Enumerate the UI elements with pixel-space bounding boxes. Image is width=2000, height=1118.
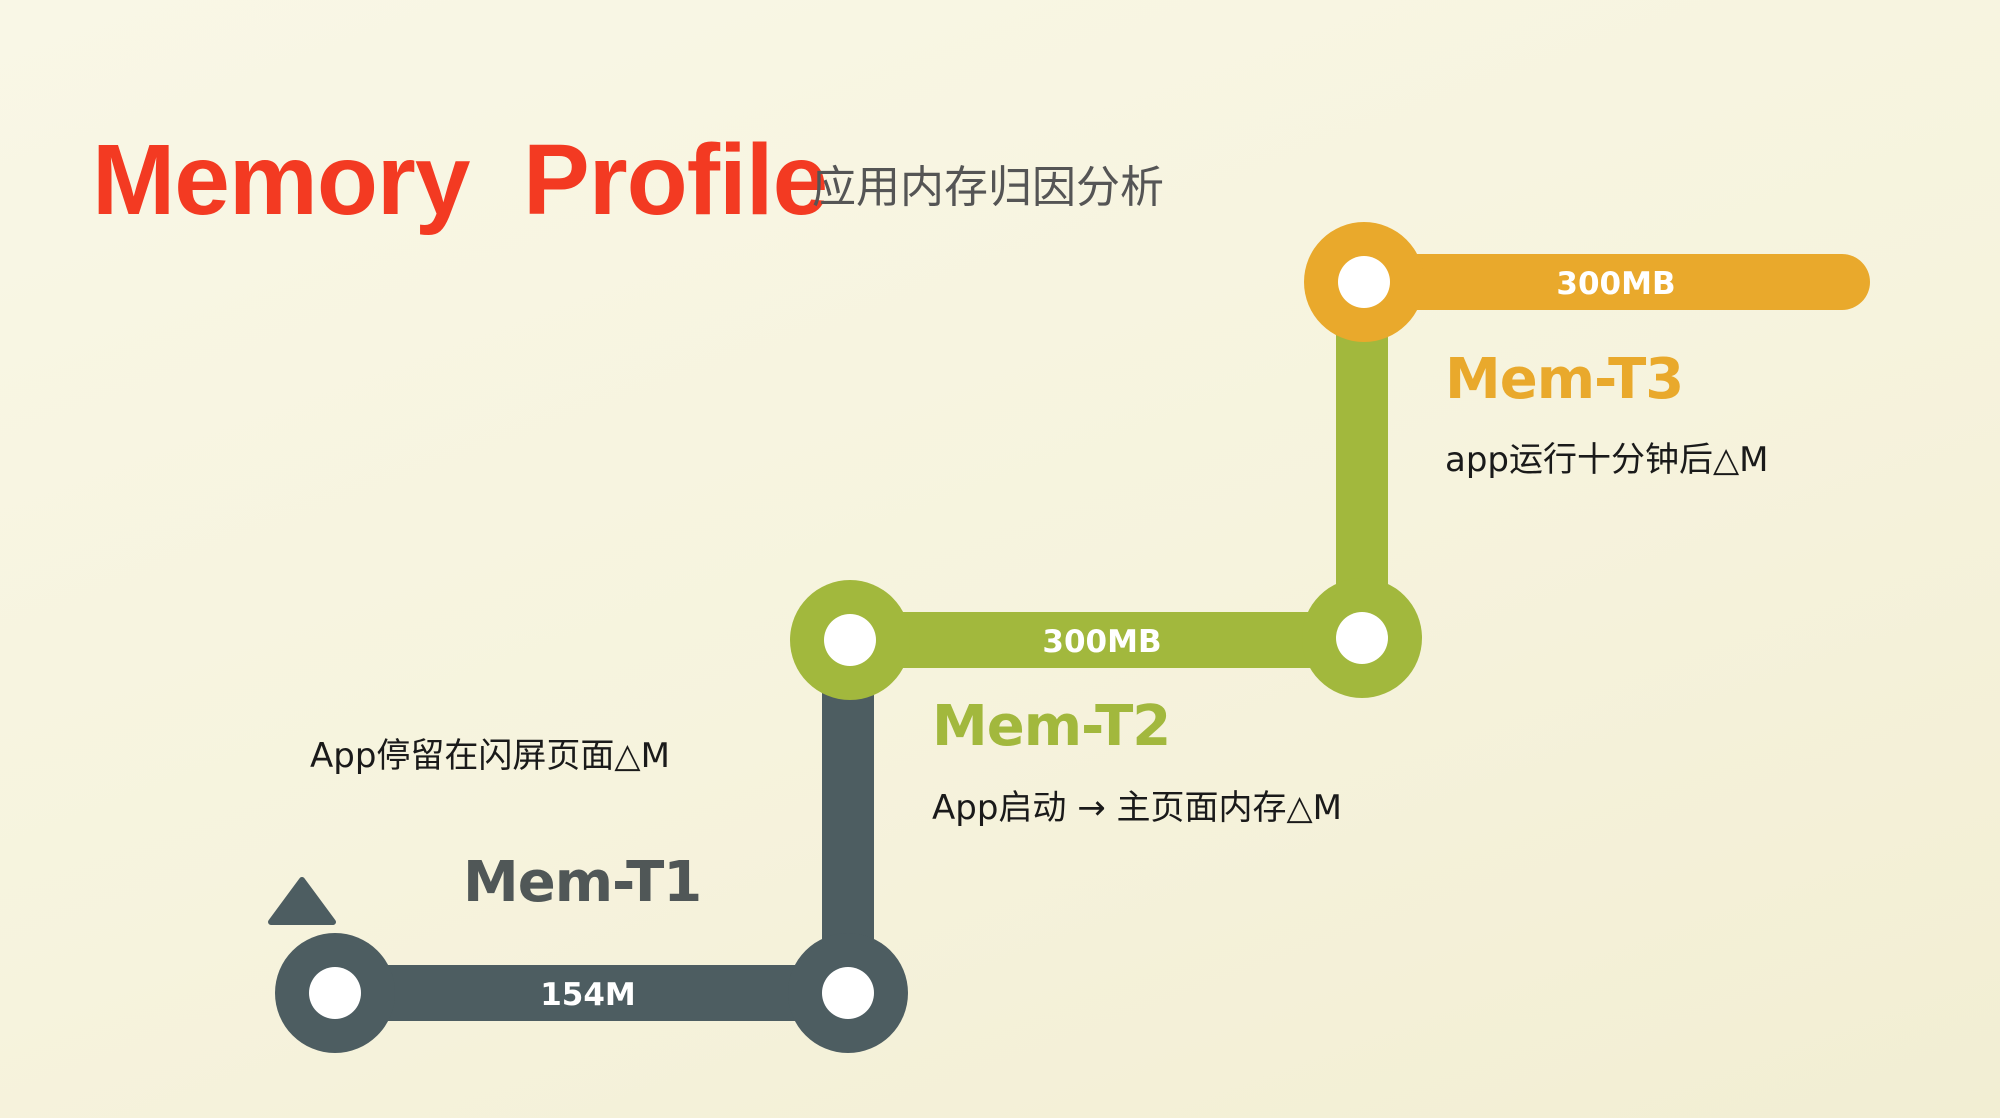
t2-segment-label: 300MB (1042, 624, 1161, 660)
t1-description: App停留在闪屏页面△M (310, 736, 670, 776)
triangle-up-icon (268, 877, 336, 925)
t2-description: App启动 → 主页面内存△M (932, 788, 1343, 828)
t1-start-node-center (309, 967, 361, 1019)
t3-description: app运行十分钟后△M (1445, 440, 1769, 480)
t1-end-node-center (822, 967, 874, 1019)
t1-label: Mem-T1 (463, 850, 702, 915)
t1-segment-label: 154M (540, 977, 636, 1013)
t2-label: Mem-T2 (932, 694, 1171, 759)
t3-segment-label: 300MB (1556, 266, 1675, 302)
t3-start-node-center (1338, 256, 1390, 308)
t2-start-node-center (824, 614, 876, 666)
t3-label: Mem-T3 (1445, 347, 1684, 412)
page-title: Memory Profile (92, 124, 828, 236)
page-subtitle: 应用内存归因分析 (812, 162, 1164, 213)
t2-end-node-center (1336, 612, 1388, 664)
